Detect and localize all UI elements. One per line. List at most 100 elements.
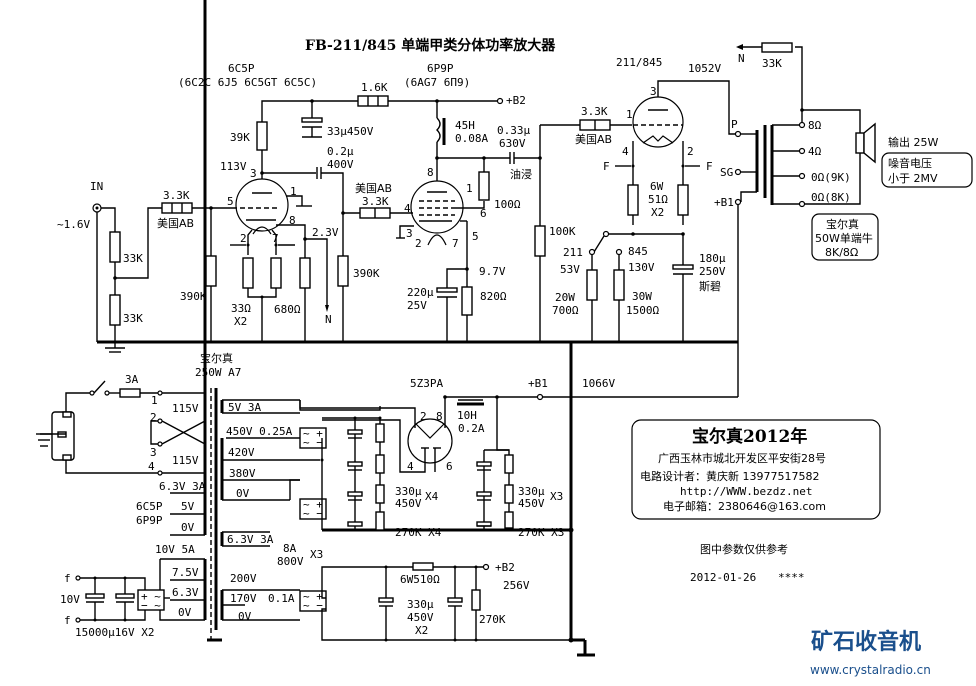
stage2-cathode-cap [436, 287, 458, 293]
filament-label-left: F [603, 160, 610, 173]
svg-text:25V: 25V [407, 299, 427, 312]
b1-voltage: 1066V [582, 377, 615, 390]
small-heater-rating: 6.3V 3A [159, 480, 206, 493]
input-label: IN [90, 180, 103, 193]
ot-tap-0ohm-9k: 0Ω(9K) [811, 171, 851, 184]
power-transformer-brand: 宝尔真 [200, 351, 233, 365]
svg-text:~ +: ~ + [303, 590, 323, 603]
hv-cap-bank-2 [476, 461, 492, 527]
svg-text:250V: 250V [699, 265, 726, 278]
stage2-cathode-cap-value: 220μ [407, 286, 434, 299]
stage1-cathode-voltage: 2.3V [312, 226, 339, 239]
svg-text:6: 6 [480, 207, 487, 220]
b2-cap-2 [447, 597, 463, 603]
info-box [631, 419, 881, 520]
stage1-plate-res-value: 39K [230, 131, 250, 144]
svg-text:2: 2 [240, 232, 247, 245]
output-plate-voltage: 1052V [688, 62, 721, 75]
stage1-cathode-res-value: 33Ω [231, 302, 251, 315]
stage2-choke-value: 45H [455, 119, 475, 132]
hv-bridge-1: ~ + ~ − [299, 427, 327, 449]
svg-text:8: 8 [289, 214, 296, 227]
hv-tap-0: 0V [236, 487, 250, 500]
noise-box [881, 152, 973, 188]
input-divider-resistor-2 [109, 294, 121, 326]
svg-text:8: 8 [427, 166, 434, 179]
mains-fuse [119, 388, 141, 398]
b2-label-bottom: +B2 [495, 561, 515, 574]
stage2-coupling-note: 油浸 [510, 167, 532, 181]
diode-qty: X3 [310, 548, 323, 561]
hv-bridge-2: ~ + ~ − [299, 498, 327, 520]
filament-winding-rating: 10V 5A [155, 543, 195, 556]
svg-text:2: 2 [687, 145, 694, 158]
stage2-plate-choke [436, 117, 446, 145]
svg-text:4: 4 [407, 460, 414, 473]
svg-text:3: 3 [406, 227, 413, 240]
filament-out-1: f [64, 572, 71, 585]
feedback-resistor [761, 42, 793, 53]
b2-dropping-resistor [412, 562, 434, 571]
b1-label: +B1 [528, 377, 548, 390]
ot-primary-p[interactable] [734, 130, 742, 138]
noise-label: 噪音电压 [888, 156, 932, 170]
filament-bridge-rectifier: + ~ − ~ [137, 589, 165, 612]
b2-bridge-rectifier: ~ + ~ − [299, 590, 327, 612]
cap-bank-2-value: 330μ [518, 485, 545, 498]
ot-primary-b1[interactable] [734, 198, 742, 206]
svg-text:3: 3 [650, 85, 657, 98]
stage2-grid-res-note: 美国AB [355, 182, 392, 195]
diode-rating-a: 8A [283, 542, 297, 555]
res-bank-1-value: 270K X4 [395, 526, 442, 539]
b2-caps-value: 330μ [407, 598, 434, 611]
stage1-grid-res-note: 美国AB [157, 217, 194, 230]
hv-bleeder-bank-2 [504, 454, 514, 529]
svg-text:斯碧: 斯碧 [699, 280, 721, 293]
feedback-res-value: 33K [762, 57, 782, 70]
svg-text:X4: X4 [425, 490, 439, 503]
svg-text:400V: 400V [327, 158, 354, 171]
hv-winding-rating: 450V 0.25A [226, 425, 293, 438]
input-jack[interactable] [92, 203, 102, 213]
input-divider-1-value: 33K [123, 252, 143, 265]
hv-cap-bank-1 [347, 429, 363, 531]
info-email[interactable]: 电子邮箱：2380646@163.com [663, 499, 826, 513]
stage1-grid-leak-value: 390K [180, 290, 207, 303]
stage2-tube [410, 180, 464, 246]
mains-inlet[interactable] [51, 411, 75, 461]
filament-cap-2 [115, 593, 135, 599]
schematic-title: FB-211/845 单端甲类分体功率放大器 [305, 37, 556, 54]
rectifier-tube-label: 5Z3PA [410, 377, 443, 390]
svg-text:− ~: − ~ [141, 599, 161, 612]
svg-text:4: 4 [148, 460, 155, 473]
bias-845-voltage: 130V [628, 261, 655, 274]
svg-text:1: 1 [626, 108, 633, 121]
stage2-cathode-resistor [461, 286, 473, 316]
svg-text:2: 2 [415, 237, 422, 250]
filament-out-2: f [64, 614, 71, 627]
svg-text:1: 1 [290, 185, 297, 198]
svg-text:630V: 630V [499, 137, 526, 150]
svg-text:3: 3 [250, 167, 257, 180]
cap-bank-1-value: 330μ [395, 485, 422, 498]
svg-text:0.08A: 0.08A [455, 132, 488, 145]
stage1-plate-resistor [256, 121, 268, 151]
power-switch[interactable] [93, 380, 106, 394]
primary-voltage-2: 115V [172, 454, 199, 467]
svg-text:7: 7 [452, 237, 459, 250]
stage1-coupling-cap: 0.2μ [327, 145, 354, 158]
info-url[interactable]: http://WWW.bezdz.net [680, 485, 812, 498]
bias-selector-switch[interactable] [593, 235, 605, 253]
svg-text:20W: 20W [555, 291, 575, 304]
svg-text:5V: 5V [181, 500, 195, 513]
hv-filter-choke [457, 399, 484, 406]
power-transformer-model: 250W A7 [195, 366, 241, 379]
stage1-decoupling-cap [301, 117, 323, 123]
svg-text:0V: 0V [181, 521, 195, 534]
heater-tube-2: 6P9P [136, 514, 163, 527]
svg-text:6.3V: 6.3V [172, 586, 199, 599]
svg-text:450V: 450V [518, 497, 545, 510]
ot-primary-sg[interactable] [734, 168, 742, 176]
stage2-grid-leak [337, 255, 349, 287]
stage2-g2-resistor [478, 171, 490, 201]
